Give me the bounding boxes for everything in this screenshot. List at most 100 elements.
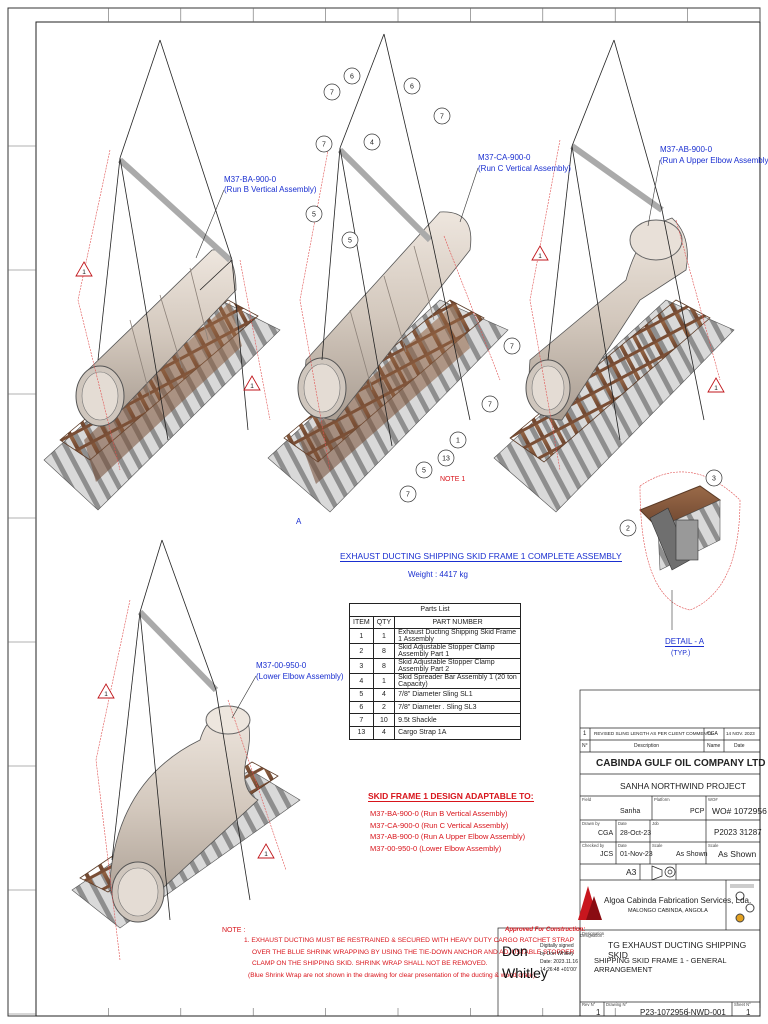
main-title: EXHAUST DUCTING SHIPPING SKID FRAME 1 CO… <box>340 551 622 562</box>
signature-line: Date: 2023.11.16 <box>540 959 578 965</box>
revision-triangle-number: 1 <box>264 851 268 858</box>
lbl-checked: Checked by <box>582 843 605 848</box>
item-balloon-number: 1 <box>456 438 460 445</box>
detail-a-sub: (TYP.) <box>671 650 691 657</box>
section-marker: A <box>296 517 302 526</box>
signature-line: 14:26:48 +01'00' <box>540 967 577 973</box>
item-balloon-number: 5 <box>348 238 352 245</box>
item-balloon-number: 6 <box>350 74 354 81</box>
detail-a-title: DETAIL - A <box>665 637 705 647</box>
item-balloon-number: 13 <box>442 456 450 463</box>
item-cell: 7 <box>349 713 374 727</box>
item-balloon <box>341 231 359 249</box>
qty-cell: 8 <box>372 643 396 660</box>
lbl-date-1: Date <box>618 821 627 826</box>
col-item: ITEM <box>349 615 374 630</box>
qty-cell: 10 <box>372 713 396 727</box>
scale-value-1: As Shown <box>676 851 708 858</box>
part-cell: Cargo Strap 1A <box>394 725 521 740</box>
label-lower-code: M37-00-950-0 <box>256 661 307 670</box>
item-balloon <box>305 205 323 223</box>
sheet-size: A3 <box>626 867 637 877</box>
item-balloon-number: 2 <box>626 526 630 533</box>
company-logo <box>578 886 602 920</box>
item-balloon <box>437 449 455 467</box>
item-balloon <box>399 485 417 503</box>
rev-name: CGA <box>707 731 718 737</box>
revision-triangle <box>75 261 93 277</box>
drawing-title-2: SHIPPING SKID FRAME 1 - GENERAL ARRANGEM… <box>594 956 727 974</box>
item-balloon <box>403 77 421 95</box>
hdr-desc: Description <box>634 743 660 749</box>
approval-label: Approved For Construction: <box>505 927 586 933</box>
project-name: SANHA NORTHWIND PROJECT <box>620 781 746 791</box>
certification-badges <box>730 884 755 923</box>
revision-triangle <box>257 843 275 859</box>
item-balloon-number: 7 <box>488 402 492 409</box>
adaptable-item: M37-AB-900-0 (Run A Upper Elbow Assembly… <box>370 832 526 841</box>
note-line: (Blue Shrink Wrap are not shown in the d… <box>248 971 538 979</box>
projection-symbol <box>651 865 676 881</box>
adaptable-item: M37-CA-900-0 (Run C Vertical Assembly) <box>370 820 509 830</box>
adaptable-title: SKID FRAME 1 DESIGN ADAPTABLE TO: <box>368 791 534 802</box>
label-ca-code: M37-CA-900-0 <box>478 153 531 162</box>
approval-designation: Designation : <box>580 933 605 938</box>
lbl-designation: Designation <box>582 931 605 936</box>
qty-cell: 2 <box>372 700 396 715</box>
lbl-scale-2: Scale <box>708 843 719 848</box>
qty-cell: 1 <box>372 628 396 645</box>
part-cell: Skid Adjustable Stopper Clamp Assembly P… <box>394 643 521 660</box>
item-balloon <box>619 519 637 537</box>
drawn-date: 28-Oct-23 <box>620 830 652 837</box>
qty-cell: 8 <box>372 658 396 675</box>
item-balloon-number: 4 <box>370 140 374 147</box>
revision-triangle-number: 1 <box>714 385 718 392</box>
item-balloon-number: 5 <box>312 212 316 219</box>
revision-triangle-number: 1 <box>250 383 254 390</box>
part-cell: Skid Spreader Bar Assembly 1 (20 ton Cap… <box>394 673 521 690</box>
item-balloon-number: 7 <box>406 492 410 499</box>
item-cell: 13 <box>349 725 374 740</box>
revision-triangle-number: 1 <box>104 691 108 698</box>
note-line: 1. EXHAUST DUCTING MUST BE RESTRAINED & … <box>244 937 574 944</box>
qty-cell: 4 <box>372 725 396 740</box>
label-ca-desc: (Run C Vertical Assembly) <box>478 164 571 173</box>
hdr-date: Date <box>734 743 745 749</box>
item-balloon-number: 7 <box>440 114 444 121</box>
wo-value: WO# 1072956 <box>712 806 767 816</box>
label-ba-code: M37-BA-900-0 <box>224 175 277 184</box>
part-cell: Skid Adjustable Stopper Clamp Assembly P… <box>394 658 521 675</box>
rev-desc: REVISED SLING LENGTH AS PER CLIENT COMME… <box>594 731 713 736</box>
item-balloon-number: 6 <box>410 84 414 91</box>
assembly-ab-drawing <box>493 39 735 513</box>
item-balloon <box>323 83 341 101</box>
part-cell: Exhaust Ducting Shipping Skid Frame 1 As… <box>394 628 521 645</box>
item-cell: 5 <box>349 688 374 702</box>
col-qty: QTY <box>372 615 396 630</box>
item-cell: 2 <box>349 643 374 660</box>
job-number: P2023 31287 <box>714 828 762 837</box>
item-balloon <box>503 337 521 355</box>
item-balloon <box>433 107 451 125</box>
hdr-no: N° <box>582 743 588 749</box>
lbl-drawn: Drawn by <box>582 821 600 826</box>
item-balloon-number: 5 <box>422 468 426 475</box>
weight-label: Weight : 4417 kg <box>408 570 468 579</box>
col-part-number: PART NUMBER <box>394 615 521 630</box>
revision-triangle <box>97 683 115 699</box>
sheet-number: 1 <box>746 1008 751 1017</box>
detail-a-drawing <box>639 471 741 611</box>
item-balloon <box>481 395 499 413</box>
item-cell: 4 <box>349 673 374 690</box>
lbl-rev: Rev N° <box>582 1002 596 1007</box>
item-balloon-number: 7 <box>510 344 514 351</box>
revision-triangle <box>243 375 261 391</box>
note-line: OVER THE BLUE SHRINK WRAPPING BY USING T… <box>252 948 575 956</box>
